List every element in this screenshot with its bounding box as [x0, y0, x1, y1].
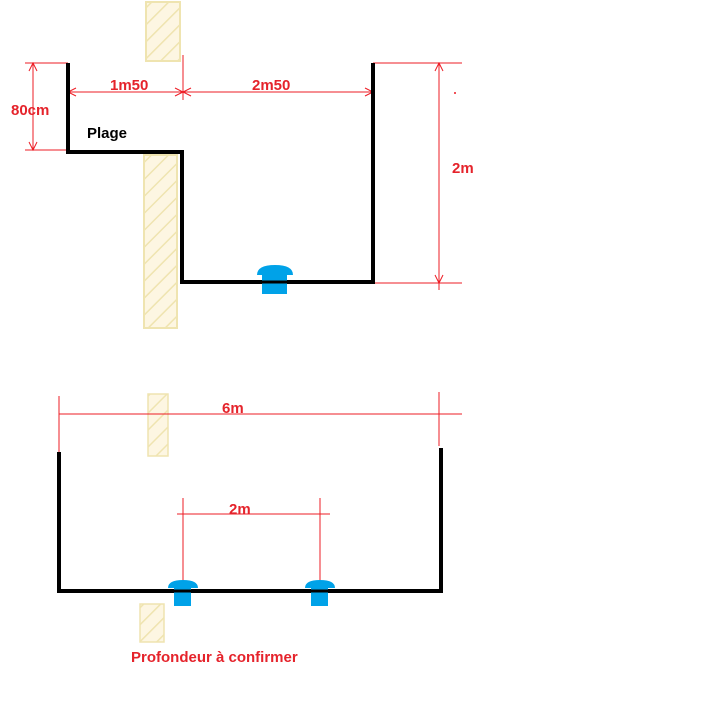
top-section: 80cm 1m50 2m50 2m Plage	[11, 1, 474, 329]
label-plage: Plage	[87, 125, 127, 142]
note-depth-to-confirm: Profondeur à confirmer	[131, 649, 298, 666]
top-dimension-lines	[25, 55, 462, 290]
hatched-wall-middle-icon	[143, 154, 178, 329]
pipe-outlet-left-icon	[168, 580, 198, 606]
pipe-outlet-icon	[257, 265, 293, 294]
top-pool-wall	[66, 63, 375, 284]
hatched-wall-bottom-top-icon	[147, 393, 169, 457]
dim-top-left-height: 80cm	[11, 102, 49, 119]
hatched-wall-bottom-low-icon	[139, 603, 165, 643]
dim-top-step-width: 1m50	[110, 77, 148, 94]
dim-bottom-total-width: 6m	[222, 400, 244, 417]
dim-top-basin-width: 2m50	[252, 77, 290, 94]
hatched-wall-top-icon	[145, 1, 181, 62]
bottom-pool-wall	[57, 448, 443, 593]
pipe-outlet-right-icon	[305, 580, 335, 606]
dim-top-depth: 2m	[452, 160, 474, 177]
dim-bottom-pipe-spacing: 2m	[229, 501, 251, 518]
bottom-dimension-lines	[58, 392, 462, 586]
bottom-section: 6m 2m Profondeur à confirmer	[57, 392, 462, 666]
